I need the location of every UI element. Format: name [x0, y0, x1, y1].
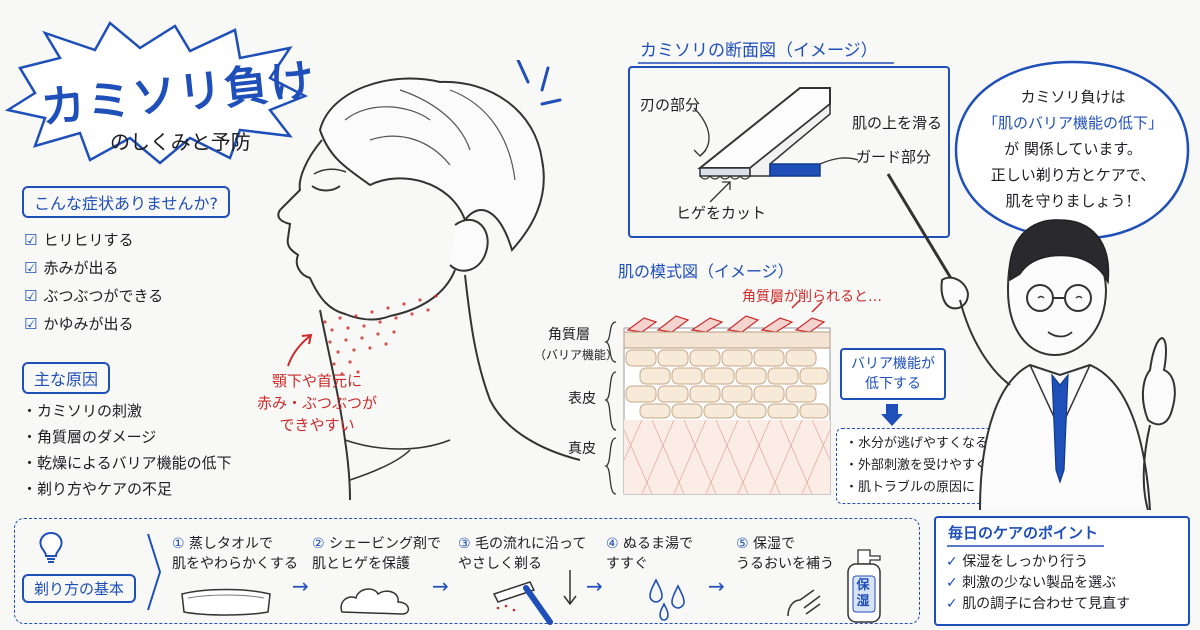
- barrier-callout: バリア機能が 低下する: [840, 348, 946, 400]
- checkbox-icon: ☑: [24, 259, 38, 277]
- razor-cross-section: [697, 87, 831, 180]
- blade-label-arrow: [693, 107, 710, 157]
- barrier-down-arrow: [881, 404, 903, 426]
- water-drops-icon: [649, 578, 685, 621]
- page-subtitle: のしくみと予防: [110, 130, 251, 154]
- cut-label-arrow: [709, 181, 731, 203]
- care-heading-underline: [947, 545, 1104, 547]
- razor-title-underline: [638, 62, 894, 64]
- basics-label: 剃り方の基本: [22, 574, 137, 603]
- guard-label: ガード部分: [856, 148, 932, 166]
- down-arrow-icon: [563, 570, 577, 606]
- step-5-text: ⑤ 保湿でうるおいを補う: [736, 536, 834, 572]
- cause-item: ・乾燥によるバリア機能の低下: [22, 454, 232, 472]
- cause-item: ・角質層のダメージ: [22, 428, 157, 446]
- basics-frame: [14, 518, 920, 624]
- effect-item: ・水分が逃げやすくなる: [845, 436, 989, 451]
- checkbox-icon: ☑: [24, 287, 38, 305]
- moisturizer-bottle-icon: [847, 549, 881, 623]
- effect-item: ・外部刺激を受けやすくなる: [845, 458, 1015, 473]
- razor-section-title: カミソリの断面図（イメージ）: [640, 41, 878, 61]
- doctor-illustration: [886, 173, 1176, 510]
- layer-brackets: [604, 321, 617, 495]
- step-arrow: →: [586, 574, 603, 598]
- step-1-text: ① 蒸しタオルで肌をやわらかくする: [172, 536, 298, 572]
- symptoms-heading: こんな症状ありませんか?: [22, 186, 231, 218]
- care-points-box: [934, 516, 1190, 626]
- epidermis-label: 表皮: [568, 391, 596, 407]
- foam-icon: [340, 588, 410, 615]
- skin-section-title: 肌の模式図（イメージ）: [618, 262, 794, 281]
- damage-note: 角質層が削られると…: [742, 289, 882, 305]
- care-point-item: ✓ 保湿をしっかり行う: [946, 554, 1089, 570]
- causes-heading: 主な原因: [22, 362, 111, 394]
- guard-label-arrow: [819, 157, 859, 165]
- towel-icon: [181, 588, 271, 616]
- check-icon: ✓: [946, 596, 963, 612]
- step-2-text: ② シェービング剤で肌とヒゲを保護: [312, 536, 442, 572]
- checkbox-icon: ☑: [24, 315, 38, 333]
- lightbulb-icon: [39, 531, 63, 563]
- step-arrow: →: [292, 574, 309, 598]
- effect-item: ・肌トラブルの原因に: [845, 480, 976, 495]
- cut-label: ヒゲをカット: [676, 204, 767, 222]
- stratum-label: 角質層: [548, 327, 590, 343]
- bottle-label: 保湿: [856, 578, 870, 609]
- symptom-item: ☑かゆみが出る: [24, 315, 134, 333]
- checkbox-icon: ☑: [24, 231, 38, 249]
- cause-list: ・カミソリの刺激 ・角質層のダメージ ・乾燥によるバリア機能の低下 ・剃り方やケ…: [22, 398, 232, 502]
- dermis-label: 真皮: [568, 441, 596, 457]
- step-3-text: ③ 毛の流れに沿ってやさしく剃る: [458, 536, 587, 572]
- step-arrow: →: [432, 574, 449, 598]
- symptom-item: ☑赤みが出る: [24, 259, 119, 277]
- hand-icon: [787, 589, 821, 617]
- title-burst: [4, 21, 309, 165]
- step-4-text: ④ ぬるま湯ですすぐ: [606, 536, 694, 572]
- care-point-item: ✓ 肌の調子に合わせて見直す: [946, 596, 1131, 612]
- face-profile-illustration: [277, 60, 580, 500]
- care-points-list: ✓ 保湿をしっかり行う ✓ 刺激の少ない製品を選ぶ ✓ 肌の調子に合わせて見直す: [946, 552, 1130, 615]
- razor-icon: [492, 581, 553, 625]
- face-note: 顎下や首元に 赤み・ぶつぶつが できやすい: [256, 372, 377, 434]
- symptom-list: ☑ヒリヒリする ☑赤みが出る ☑ぶつぶつができる ☑かゆみが出る: [24, 226, 163, 338]
- skin-layer-diagram: [623, 300, 831, 495]
- check-icon: ✓: [946, 554, 963, 570]
- care-point-item: ✓ 刺激の少ない製品を選ぶ: [946, 575, 1117, 591]
- symptom-item: ☑ヒリヒリする: [24, 231, 134, 249]
- glide-label: 肌の上を滑る: [852, 114, 943, 132]
- care-points-heading: 毎日のケアのポイント: [948, 524, 1099, 542]
- cause-item: ・カミソリの刺激: [22, 402, 143, 420]
- step-arrow: →: [708, 574, 725, 598]
- speech-text: カミソリ負けは 「肌のバリア機能の低下」 が 関係しています。 正しい剃り方とケ…: [982, 88, 1163, 210]
- blade-label: 刃の部分: [640, 96, 701, 114]
- face-note-arrow: [287, 333, 313, 367]
- step-bracket-icon: [147, 533, 162, 611]
- stratum-sub-label: （バリア機能）: [534, 348, 619, 362]
- check-icon: ✓: [946, 575, 963, 591]
- razor-section-frame: [628, 66, 950, 238]
- cause-item: ・剃り方やケアの不足: [22, 480, 173, 498]
- symptom-item: ☑ぶつぶつができる: [24, 287, 164, 305]
